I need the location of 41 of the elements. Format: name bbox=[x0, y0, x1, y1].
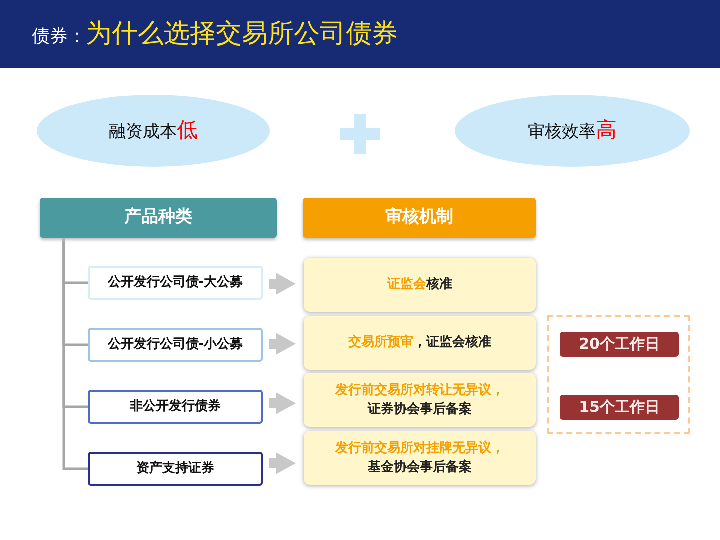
node-text: 非公开发行债券 bbox=[130, 398, 221, 416]
connector-line bbox=[62, 238, 88, 470]
category-box bbox=[88, 452, 263, 486]
arrow bbox=[269, 273, 296, 295]
node-text: 资产支持证券 bbox=[136, 460, 214, 478]
duration-badge bbox=[560, 395, 679, 420]
node-text: 核准 bbox=[426, 276, 452, 294]
node-text: 高 bbox=[596, 117, 617, 144]
dashed-frame bbox=[547, 315, 690, 434]
node-text: 产品种类 bbox=[124, 206, 192, 230]
duration-text: 15个工作日 bbox=[579, 397, 660, 418]
mechanism-box bbox=[304, 258, 536, 312]
node-text: 基金协会事后备案 bbox=[368, 458, 472, 477]
duration-text: 20个工作日 bbox=[579, 334, 660, 356]
node-text: ，证监会核准 bbox=[414, 334, 492, 352]
node-text: 公开发行公司债-小公募 bbox=[108, 336, 244, 354]
node-text: 审核效率 bbox=[528, 121, 596, 144]
category-box bbox=[88, 266, 263, 300]
node-text: 融资成本 bbox=[109, 121, 177, 144]
node-text: 低 bbox=[177, 117, 198, 144]
mechanism-box bbox=[304, 316, 536, 370]
node-text: 公开发行公司债-大公募 bbox=[108, 274, 244, 292]
node-text: 交易所预审 bbox=[348, 334, 414, 352]
node-text: 证监会 bbox=[388, 276, 426, 294]
arrow bbox=[269, 392, 296, 414]
category-box bbox=[88, 390, 263, 424]
node-text: 发行前交易所对转让无异议， bbox=[336, 382, 504, 400]
slide-title: 为什么选择交易所公司债券 bbox=[86, 18, 398, 50]
node-text: 证券协会事后备案 bbox=[368, 400, 472, 419]
duration-badge bbox=[560, 332, 679, 357]
mechanism-box bbox=[304, 431, 536, 485]
header-bar bbox=[40, 198, 277, 238]
header-bar bbox=[303, 198, 536, 238]
arrow bbox=[269, 452, 296, 474]
node-text: 发行前交易所对挂牌无异议， bbox=[336, 440, 504, 458]
arrow bbox=[269, 333, 296, 355]
title-bar bbox=[0, 0, 720, 68]
node-text: 审核机制 bbox=[386, 206, 454, 230]
section-label: 债券： bbox=[32, 24, 86, 48]
mechanism-box bbox=[304, 373, 536, 427]
category-box bbox=[88, 328, 263, 362]
